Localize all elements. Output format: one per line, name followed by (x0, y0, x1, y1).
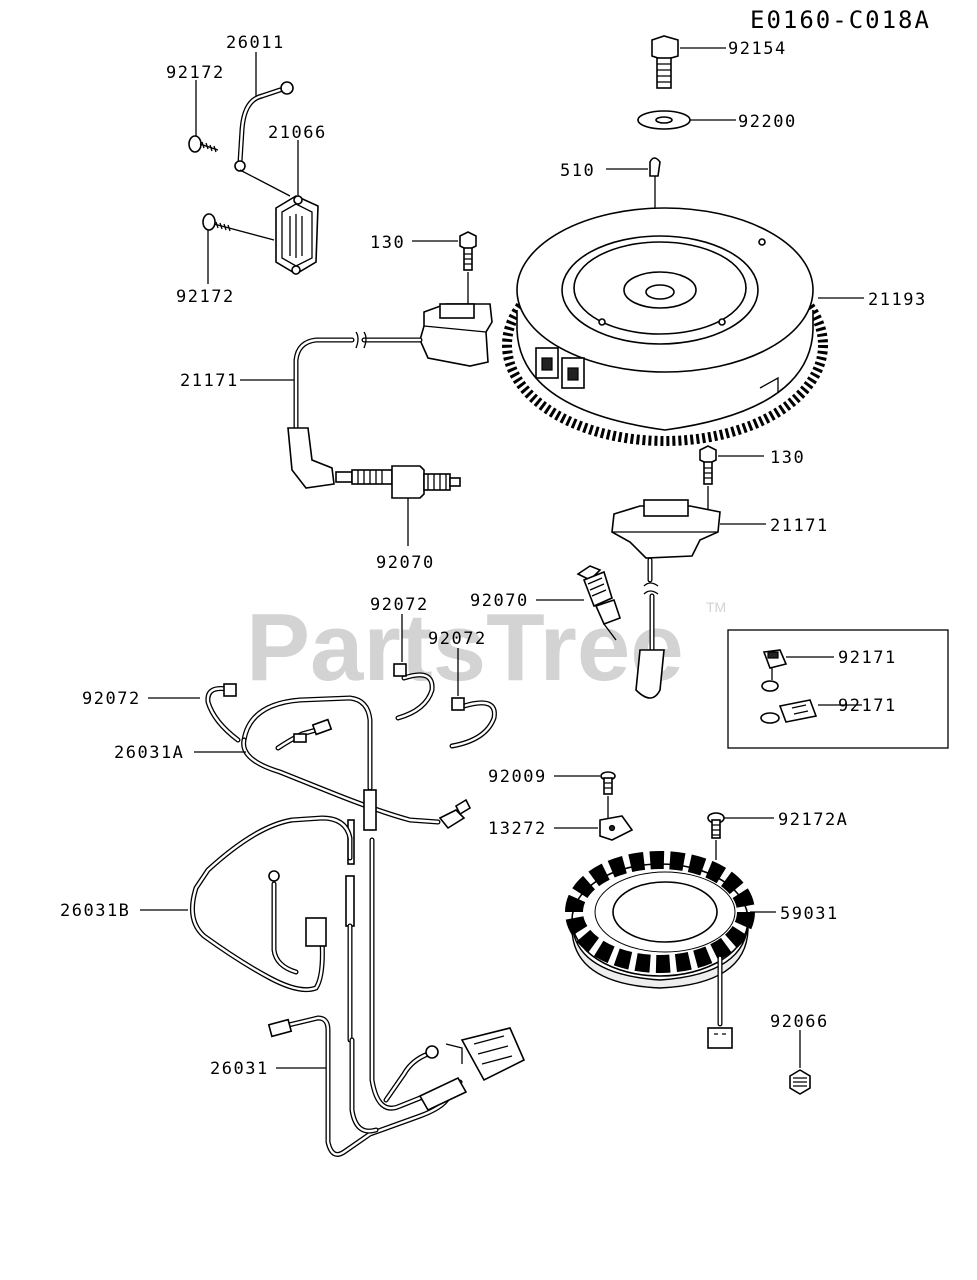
part-59031-stator[interactable] (565, 851, 755, 1049)
label-26031[interactable]: 26031 (210, 1059, 269, 1079)
part-92171-terminal-b[interactable] (760, 699, 818, 724)
label-92072-a[interactable]: 92072 (82, 689, 141, 709)
label-92009[interactable]: 92009 (488, 767, 547, 787)
label-130-right[interactable]: 130 (770, 448, 805, 468)
inset-box-terminals (727, 629, 949, 749)
label-92200[interactable]: 92200 (738, 112, 797, 132)
leader-21066-link (239, 169, 291, 197)
part-21171-ignition-coil-right[interactable] (611, 499, 721, 699)
label-92171-a[interactable]: 92171 (838, 648, 897, 668)
label-21171-left[interactable]: 21171 (180, 371, 239, 391)
label-92070-right[interactable]: 92070 (470, 591, 529, 611)
label-92172-top[interactable]: 92172 (166, 63, 225, 83)
part-92072-clip-c[interactable] (449, 697, 497, 749)
part-92072-clip-a[interactable] (205, 683, 241, 743)
part-92172A-screw[interactable] (707, 812, 725, 839)
part-92154-bolt[interactable] (651, 35, 679, 89)
part-130-bolt-right[interactable] (699, 445, 717, 485)
part-21193-flywheel[interactable] (502, 207, 828, 446)
part-92172-screw-mid[interactable] (202, 213, 275, 241)
part-92200-washer[interactable] (637, 110, 691, 130)
label-92154[interactable]: 92154 (728, 39, 787, 59)
label-130-top[interactable]: 130 (370, 233, 405, 253)
part-26031-harness[interactable] (267, 837, 526, 1157)
label-92066[interactable]: 92066 (770, 1012, 829, 1032)
label-92072-c[interactable]: 92072 (428, 629, 487, 649)
label-21193[interactable]: 21193 (868, 290, 927, 310)
diagram-code: E0160-C018A (750, 6, 931, 34)
part-92171-terminal-a[interactable] (761, 649, 788, 692)
label-92072-b[interactable]: 92072 (370, 595, 429, 615)
part-26011-ground-lead[interactable] (234, 81, 294, 172)
label-92171-b[interactable]: 92171 (838, 696, 897, 716)
part-92009-screw[interactable] (600, 771, 616, 795)
label-92070-left[interactable]: 92070 (376, 553, 435, 573)
part-92172-screw-top[interactable] (188, 135, 219, 153)
label-26031B[interactable]: 26031B (60, 901, 130, 921)
label-92172A[interactable]: 92172A (778, 810, 848, 830)
part-13272-plate[interactable] (599, 815, 634, 841)
label-26031A[interactable]: 26031A (114, 743, 184, 763)
label-21066[interactable]: 21066 (268, 123, 327, 143)
label-13272[interactable]: 13272 (488, 819, 547, 839)
label-21171-right[interactable]: 21171 (770, 516, 829, 536)
part-92070-spark-plug-right[interactable] (576, 565, 622, 641)
part-92070-spark-plug-left[interactable] (335, 465, 461, 499)
part-26031A-harness[interactable] (241, 695, 472, 865)
watermark-trademark: TM (706, 599, 726, 615)
part-21171-ignition-coil-left[interactable] (287, 303, 493, 489)
label-26011[interactable]: 26011 (226, 33, 285, 53)
part-21066-regulator[interactable] (275, 195, 319, 275)
part-510-key[interactable] (649, 157, 661, 177)
label-59031[interactable]: 59031 (780, 904, 839, 924)
part-92072-clip-b[interactable] (393, 663, 435, 721)
part-26031B-harness[interactable] (189, 815, 355, 1043)
label-92172-mid[interactable]: 92172 (176, 287, 235, 307)
part-92066-nut[interactable] (789, 1069, 811, 1095)
part-130-bolt-top[interactable] (459, 231, 477, 271)
label-510[interactable]: 510 (560, 161, 595, 181)
